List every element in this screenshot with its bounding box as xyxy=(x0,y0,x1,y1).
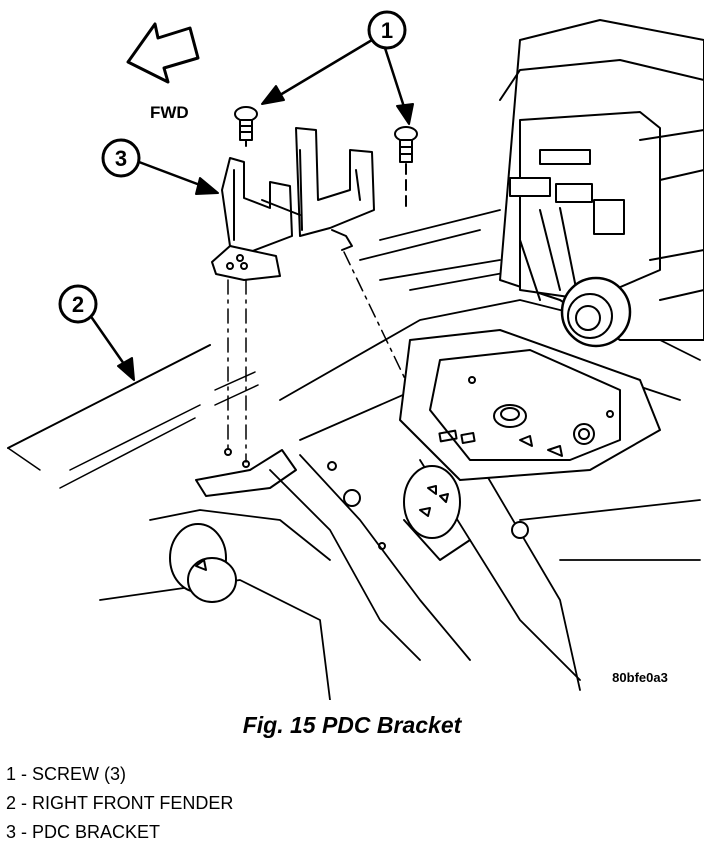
legend-item-pdc-bracket: 3 - PDC BRACKET xyxy=(6,822,161,842)
image-code: 80bfe0a3 xyxy=(612,670,668,685)
callout-2-number: 2 xyxy=(72,292,84,317)
round-fitting-icon xyxy=(169,523,237,603)
callout-1 xyxy=(261,10,414,125)
fwd-arrow-icon xyxy=(126,22,200,84)
fwd-label: FWD xyxy=(150,103,189,122)
legend-item-screw: 1 - SCREW (3) xyxy=(6,764,127,784)
right-front-fender xyxy=(7,344,259,489)
fender-mount-tab xyxy=(195,448,297,497)
callout-3-number: 3 xyxy=(115,146,127,171)
callout-2 xyxy=(58,284,135,381)
callout-1-number: 1 xyxy=(381,18,393,43)
legend-list: 1 - SCREW (3) 2 - RIGHT FRONT FENDER 3 -… xyxy=(6,760,233,847)
fender-fitting xyxy=(327,461,529,561)
callout-3 xyxy=(101,138,219,195)
pdc-bracket-diagram: FWD 1 3 2 80bfe0a3 xyxy=(7,10,704,700)
screw-icon xyxy=(234,106,258,151)
legend-item-right-front-fender: 2 - RIGHT FRONT FENDER xyxy=(6,793,234,813)
screw-icon xyxy=(394,126,418,211)
pdc-tray xyxy=(399,329,661,481)
figure-caption: Fig. 15 PDC Bracket xyxy=(242,712,462,738)
pdc-bracket xyxy=(211,127,375,281)
installation-lines xyxy=(227,251,421,463)
battery-module xyxy=(499,19,704,348)
